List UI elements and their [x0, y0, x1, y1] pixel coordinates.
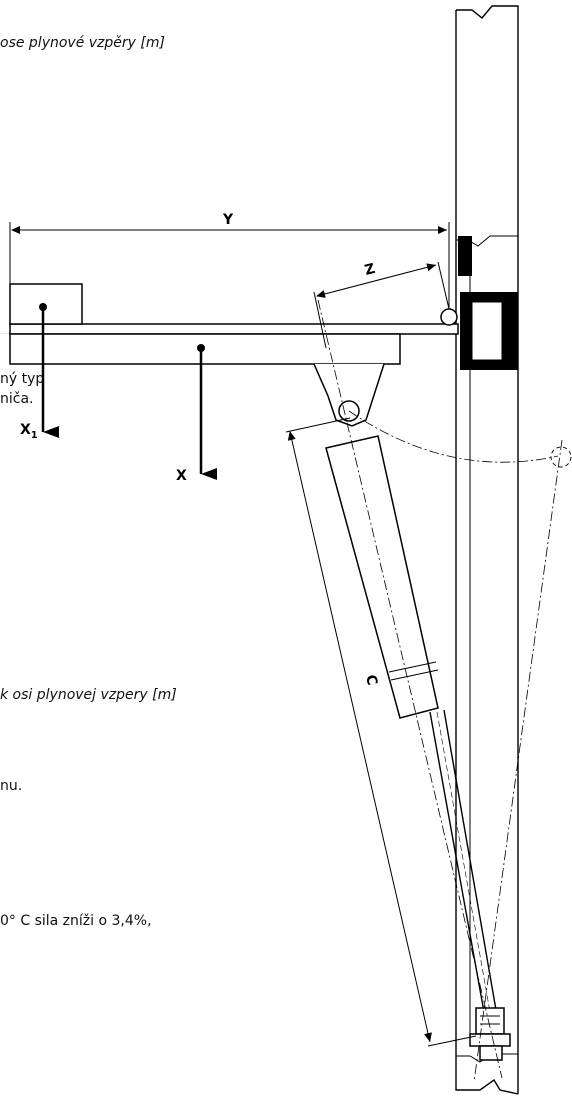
text-top-italic: ose plynové vzpěry [m] [0, 35, 165, 51]
rod-end-fitting [469, 1007, 511, 1061]
hinge-bracket [458, 236, 518, 370]
text-nica-line: niča. [0, 391, 34, 407]
platform [9, 283, 459, 365]
label-c: C [362, 673, 380, 687]
swing-position-circle [550, 446, 572, 468]
pivot-circle [440, 308, 458, 326]
label-y: Y [222, 212, 234, 228]
text-nu-line: nu. [0, 778, 23, 794]
dimension-z [313, 261, 450, 349]
label-x1: X1 [20, 422, 38, 441]
force-x-point [197, 344, 205, 352]
strut-clevis [313, 363, 385, 427]
dimension-y [9, 222, 450, 309]
force-x1-point [39, 303, 47, 311]
dimension-c [285, 417, 477, 1047]
gas-strut-cylinder [325, 435, 439, 719]
label-x: X [176, 468, 187, 484]
wall-post [455, 5, 519, 1095]
text-bottom-line: 0° C sila zníži o 3,4%, [0, 913, 152, 929]
piston-rod [429, 709, 497, 1013]
text-mid-italic: k osi plynovej vzpery [m] [0, 687, 177, 703]
label-z: Z [363, 261, 377, 279]
text-typ-line: ný typ [0, 371, 45, 387]
